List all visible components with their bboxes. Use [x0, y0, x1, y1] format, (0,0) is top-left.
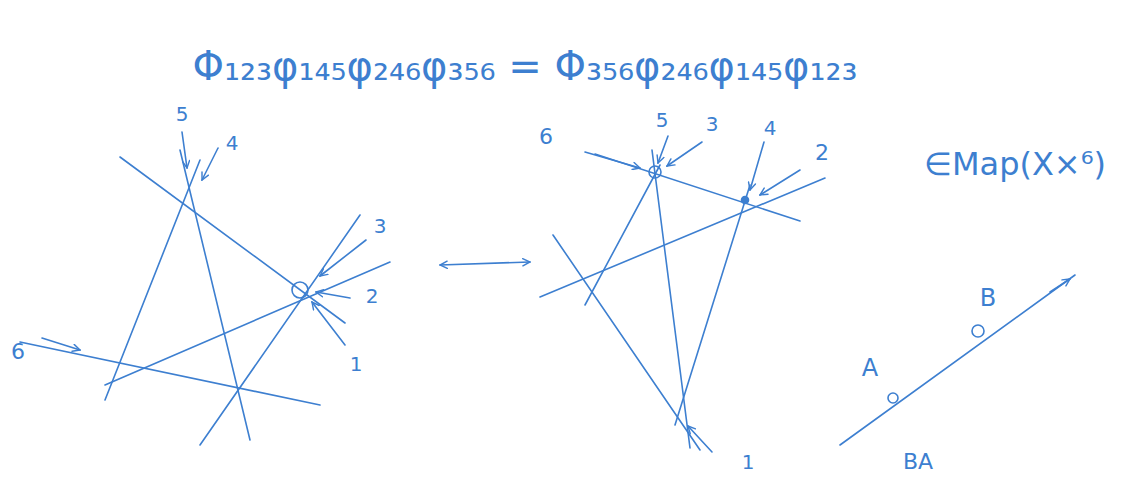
arrow — [760, 170, 800, 195]
marked-point — [292, 282, 308, 298]
arrow — [320, 240, 366, 276]
line — [585, 165, 660, 305]
callout-number: 5 — [654, 109, 671, 131]
point-label: A — [860, 355, 880, 381]
order-label: BA — [901, 450, 935, 474]
callout-number: 2 — [364, 285, 381, 307]
arrow — [658, 136, 668, 163]
arrow — [312, 302, 345, 345]
arrow — [202, 148, 218, 180]
line — [180, 150, 250, 440]
line — [105, 262, 390, 385]
callout-number: 4 — [224, 132, 241, 154]
left-arrangement — [20, 132, 390, 445]
callout-number: 1 — [740, 451, 757, 473]
arrow — [667, 142, 702, 166]
oriented-line — [840, 275, 1075, 445]
arrow — [585, 152, 640, 168]
callout-number: 2 — [813, 141, 831, 165]
line — [652, 150, 690, 448]
arrow — [182, 132, 187, 168]
line — [120, 157, 345, 323]
point — [972, 325, 984, 337]
line — [200, 215, 360, 445]
arrow — [316, 292, 350, 298]
line — [20, 342, 320, 405]
callout-number: 3 — [704, 113, 721, 135]
line — [675, 185, 750, 425]
callout-number: 4 — [762, 117, 779, 139]
callout-number: 6 — [537, 125, 555, 149]
callout-number: 1 — [348, 353, 365, 375]
callout-number: 6 — [9, 340, 27, 364]
line — [840, 275, 1075, 445]
double-arrow — [440, 262, 530, 265]
callout-number: 3 — [372, 215, 389, 237]
marked-point — [742, 197, 749, 204]
callout-number: 5 — [174, 103, 191, 125]
point — [888, 393, 898, 403]
arrow — [42, 338, 80, 350]
line — [553, 235, 700, 450]
arrow — [688, 426, 712, 452]
arrow — [1050, 279, 1070, 292]
right-arrangement — [540, 136, 825, 452]
arrow — [750, 142, 764, 190]
marked-point — [649, 166, 661, 178]
membership: ∈Map(X×⁶) — [922, 147, 1108, 182]
point-label: B — [978, 285, 998, 311]
formula: Φ₁₂₃φ₁₄₅φ₂₄₆φ₃₅₆ = Φ₃₅₆φ₂₄₆φ₁₄₅φ₁₂₃ — [190, 44, 859, 88]
